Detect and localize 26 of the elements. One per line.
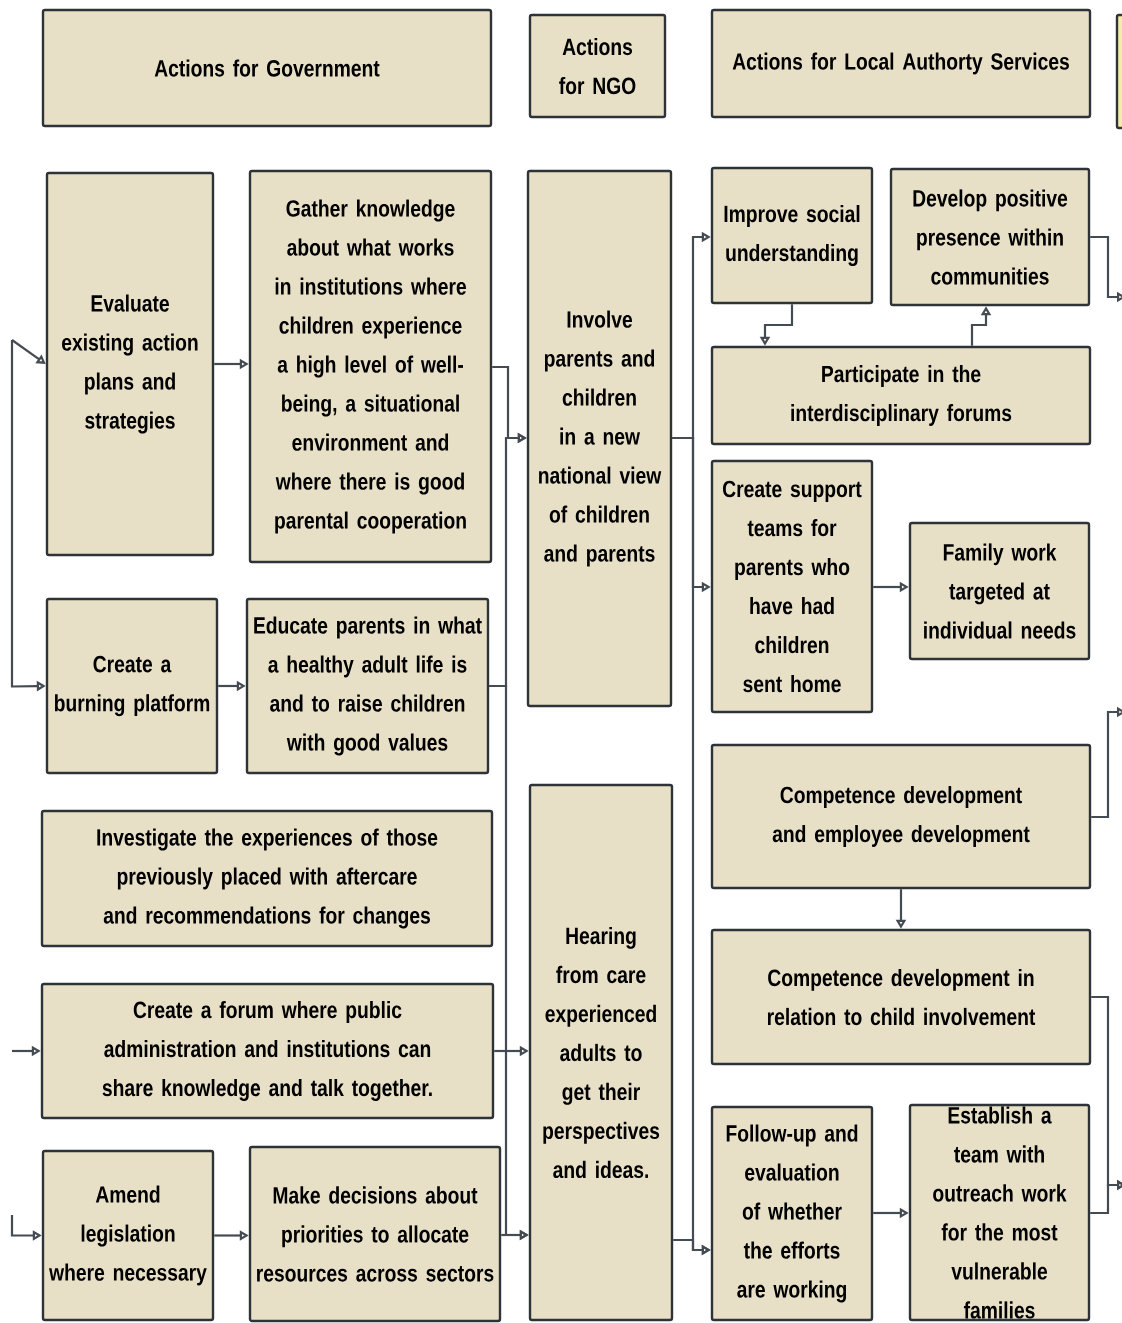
arrow bbox=[11, 339, 46, 364]
action-box: Create a burning platform bbox=[45, 597, 219, 775]
arrow bbox=[1090, 1179, 1122, 1215]
action-box: Establish a team with outreach work for the most vulnerable families bbox=[908, 1103, 1091, 1322]
action-box: Competence development in relation to child involvement bbox=[710, 928, 1092, 1066]
action-box: Follow-up and evaluation of whether the efforts are working bbox=[710, 1105, 874, 1322]
action-box: Participate in the interdisciplinary forums bbox=[710, 345, 1092, 446]
header-box: Actions for Local Authorty Services bbox=[710, 8, 1092, 119]
box bbox=[1115, 13, 1122, 130]
action-box: Amend legislation where necessary bbox=[41, 1149, 215, 1322]
action-box: Create support teams for parents who have had children sent home bbox=[710, 459, 874, 714]
action-box: Make decisions about priorities to allocate resources across sectors bbox=[248, 1145, 502, 1323]
action-box: Family work targeted at individual needs bbox=[908, 521, 1091, 661]
arrow bbox=[1091, 706, 1122, 819]
action-box: Educate parents in what a healthy adult life is and to raise children with good values bbox=[245, 597, 490, 775]
action-box: Hearing from care experienced adults to get their perspectives and ideas. bbox=[528, 783, 674, 1322]
action-box: Investigate the experiences of those previously placed with aftercare and recommendations for changes bbox=[40, 809, 494, 948]
action-box: Gather knowledge about what works in institutions where children experience a high level of well-being, a situational environment and where there is good parental cooperation bbox=[248, 169, 493, 564]
action-box: Involve parents and children in a new national view of children and parents bbox=[526, 169, 673, 708]
header-box: Actions for NGO bbox=[528, 13, 667, 119]
action-box: Competence development and employee development bbox=[710, 743, 1092, 890]
action-box: Evaluate existing action plans and strategies bbox=[45, 171, 215, 557]
action-box: Improve social understanding bbox=[710, 166, 874, 305]
header-box: Actions for Government bbox=[41, 8, 493, 128]
action-box: Develop positive presence within communities bbox=[889, 167, 1091, 307]
action-box: Create a forum where public administration and institutions can share knowledge and talk together. bbox=[40, 982, 495, 1120]
